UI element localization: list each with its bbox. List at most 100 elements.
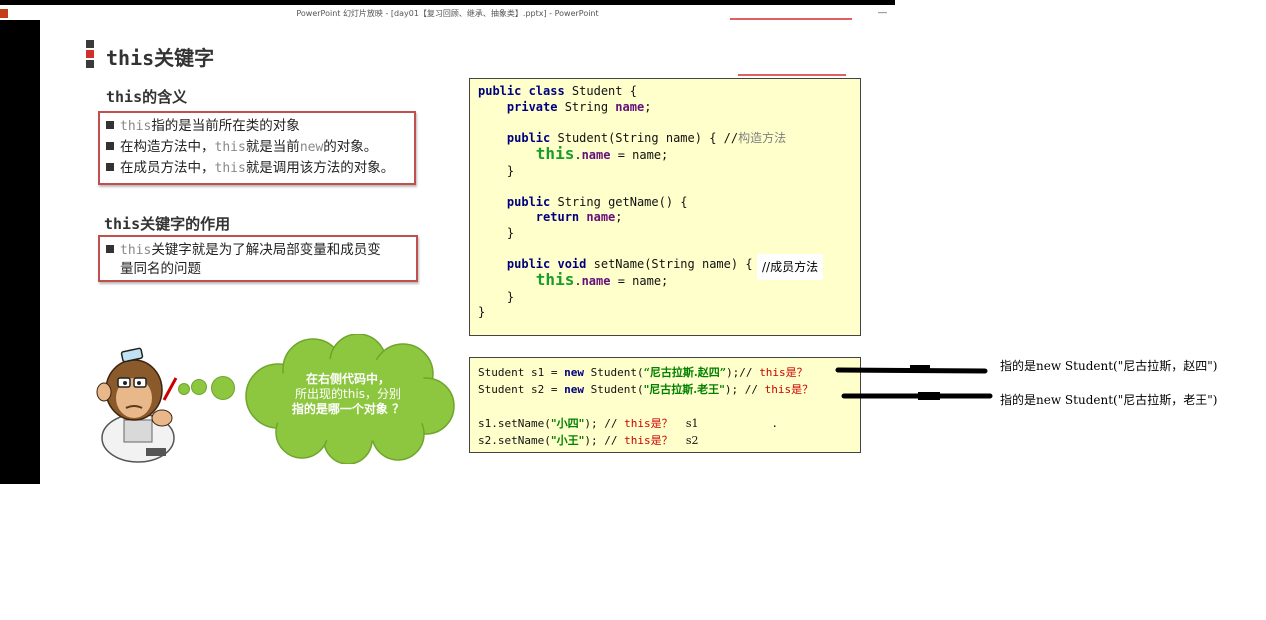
code-token: this是？ — [764, 383, 814, 396]
code-token: public — [506, 130, 551, 145]
line-code: this — [214, 140, 246, 155]
square-bullet-icon — [106, 142, 114, 150]
line-text: 在成员方法中， — [120, 160, 215, 176]
code-token: Student( — [583, 366, 644, 379]
square-bullet-icon — [106, 121, 114, 129]
code-token: private — [506, 99, 558, 114]
code-token: ); // — [584, 434, 625, 447]
line-code: this — [120, 243, 152, 258]
code-token: s2 — [685, 434, 699, 447]
thought-bubble-small — [178, 383, 190, 395]
line-code: this — [120, 119, 152, 134]
meaning-line-3: 在成员方法中，this就是调用该方法的对象。 — [106, 158, 408, 179]
arrow-line-2-thick — [918, 392, 940, 400]
code-token: return — [535, 210, 580, 224]
window-title: PowerPoint 幻灯片放映 - [day01【复习回顾、继承、抽象类】.p… — [296, 9, 599, 18]
code-token: = name; — [610, 148, 669, 162]
minimize-button[interactable]: — — [878, 7, 887, 17]
annotation-label-1: 指的是new Student("尼古拉斯，赵四") — [1000, 359, 1218, 373]
code-token: this是？ — [759, 366, 808, 379]
cloud-line-1: 在右侧代码中， — [305, 372, 390, 386]
cloud-question: 在右侧代码中， 所出现的this，分别 指的是哪一个对象 ？ — [270, 372, 426, 417]
code-token: String — [557, 99, 616, 114]
code-token: Student { — [564, 84, 637, 98]
square-bullet-icon — [106, 245, 114, 253]
meaning-line-2: 在构造方法中，this就是当前new的对象。 — [106, 137, 408, 158]
title-bullet-icon — [86, 40, 94, 70]
code-token: public void — [506, 256, 587, 271]
thought-bubble-medium — [191, 379, 207, 395]
code-token: } — [506, 225, 515, 240]
cloud-text: ，分别 — [364, 387, 401, 401]
code-token: );// — [726, 366, 760, 379]
code-token: s2.setName( — [478, 434, 551, 447]
section2-heading-text: 关键字的作用 — [140, 215, 231, 233]
code-token: String getName() { — [550, 194, 688, 209]
code-token: Student(String name) { // — [550, 130, 739, 145]
cloud-line-2: 所出现的this，分别 — [270, 387, 426, 402]
meaning-line-1: this指的是当前所在类的对象 — [106, 116, 408, 137]
code-token: this — [535, 270, 575, 289]
code-token: “尼古拉斯.赵四” — [643, 366, 727, 379]
code-token: name — [581, 274, 611, 288]
line-code: this — [214, 161, 246, 176]
section2-box: this关键字就是为了解决局部变量和成员变 量同名的问题 — [98, 235, 418, 282]
window-titlebar: PowerPoint 幻灯片放映 - [day01【复习回顾、继承、抽象类】.p… — [0, 0, 895, 20]
code-token: Student( — [583, 383, 644, 396]
section1-heading-code: this — [106, 88, 143, 106]
code-token: "尼古拉斯.老王" — [643, 383, 725, 396]
line-text: 就是当前 — [245, 139, 300, 155]
code-token: name — [615, 99, 645, 114]
code-token: . — [574, 148, 582, 162]
section1-heading-text: 的含义 — [142, 88, 188, 106]
code-token: this — [535, 144, 575, 163]
code-block-2: Student s1 = new Student(“尼古拉斯.赵四”);// t… — [478, 364, 813, 449]
code-token: Student s2 = — [478, 383, 565, 396]
code-token: = name; — [610, 274, 669, 288]
code-token: Student s1 = — [478, 366, 565, 379]
code-token: ; — [644, 99, 652, 114]
code-token: this是？ — [624, 434, 673, 447]
line-text: 在构造方法中， — [120, 139, 215, 155]
title-text: 关键字 — [154, 46, 215, 70]
left-black-bar — [0, 20, 40, 484]
code-token: setName(String name) { — [586, 256, 753, 271]
code-token: ); // — [584, 417, 625, 430]
powerpoint-icon — [0, 9, 8, 18]
slide-title: this关键字 — [106, 42, 214, 71]
code-token: public class — [478, 84, 565, 98]
thought-bubble-large — [211, 376, 235, 400]
cloud-text: 所出现的 — [295, 387, 344, 401]
purpose-line-2: 量同名的问题 — [120, 261, 201, 277]
code-block-1: public class Student { private String na… — [478, 84, 786, 321]
code-token: new — [564, 366, 584, 379]
annotation-label-2: 指的是new Student("尼古拉斯，老王") — [1000, 393, 1218, 407]
code-token: name — [581, 148, 611, 162]
cloud-code: this — [343, 387, 365, 401]
cloud-line-3: 指的是哪一个对象 ？ — [291, 402, 405, 416]
arrow-line-1 — [835, 367, 988, 374]
thinking-monkey-icon — [96, 347, 178, 463]
student-usage-code: Student s1 = new Student(“尼古拉斯.赵四”);// t… — [469, 357, 861, 453]
code-token: } — [478, 305, 486, 319]
code-token: } — [506, 289, 515, 304]
code-token: this是？ — [624, 417, 673, 430]
line-text: 就是调用该方法的对象。 — [245, 160, 395, 176]
code-token: . — [771, 417, 778, 430]
thought-cloud-icon — [245, 334, 455, 464]
code-token: ); // — [724, 383, 765, 396]
section1-heading: this的含义 — [106, 86, 187, 107]
section2-heading: this关键字的作用 — [104, 213, 230, 234]
decor-red-line-2 — [738, 74, 846, 76]
line-text: 的对象。 — [323, 139, 378, 155]
code-token: s1 — [685, 417, 699, 430]
code-token: s1.setName( — [478, 417, 551, 430]
code-token: } — [506, 163, 515, 178]
code-token: . — [574, 274, 582, 288]
member-method-note: //成员方法 — [757, 254, 824, 280]
section2-heading-code: this — [104, 215, 141, 233]
code-token: "小王" — [550, 434, 585, 447]
code-token: name — [579, 210, 616, 224]
code-token: public — [506, 194, 551, 209]
annotation-arrows — [835, 365, 993, 400]
